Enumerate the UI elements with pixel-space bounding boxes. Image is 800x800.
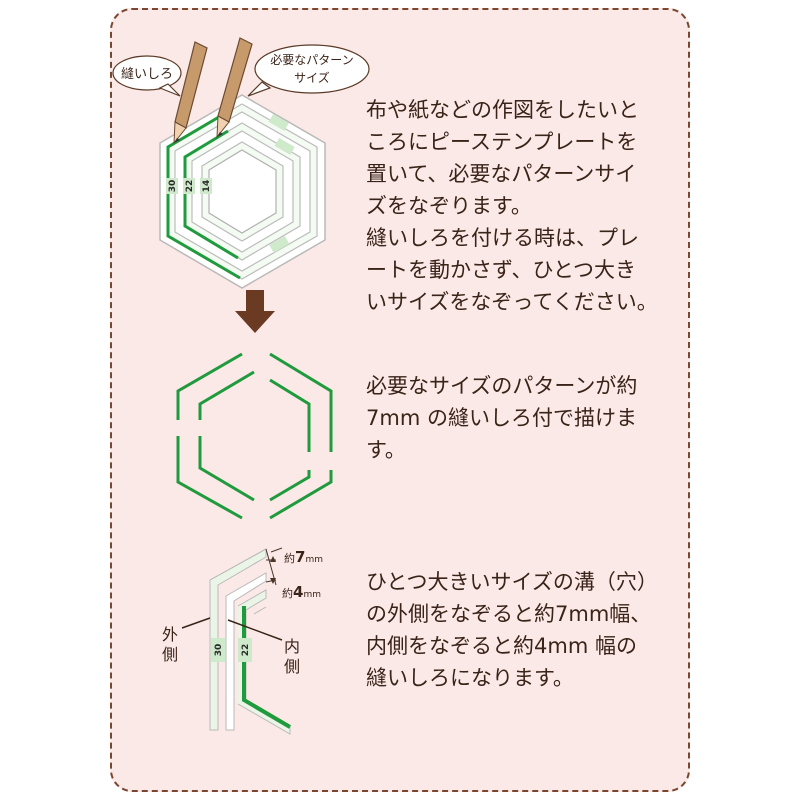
step3-line: ひとつ大きいサイズの溝（穴） bbox=[366, 570, 658, 594]
outer-side-label-1: 外 bbox=[162, 625, 178, 644]
inner-side-label-2: 側 bbox=[284, 657, 300, 676]
dimension-4mm: 約4mm bbox=[282, 583, 321, 601]
step3-line: 内側をなぞると約4mm 幅の bbox=[366, 634, 637, 658]
detail-size-30-label: 30 bbox=[214, 644, 224, 657]
down-arrow-icon bbox=[235, 290, 275, 333]
step1-line: ートを動かさず、ひとつ大き bbox=[366, 258, 637, 282]
bubble-seam-allowance: 縫いしろ bbox=[112, 55, 182, 97]
inner-side-label-1: 内 bbox=[284, 637, 300, 656]
size-22-label: 22 bbox=[185, 180, 195, 193]
step1-description: 布や紙などの作図をしたいと ころにピーステンプレートを 置いて、必要なパターンサ… bbox=[366, 94, 658, 318]
step2-line: す。 bbox=[366, 438, 406, 462]
pencil-right-icon bbox=[216, 37, 253, 139]
step3-line: 縫いしろになります。 bbox=[366, 666, 574, 690]
result-hexagon bbox=[176, 352, 333, 520]
size-30-label: 30 bbox=[168, 180, 178, 193]
detail-size-22-label: 22 bbox=[241, 644, 251, 657]
step1-line: 縫いしろを付ける時は、プレ bbox=[366, 226, 639, 250]
step2-line: 必要なサイズのパターンが約 bbox=[366, 374, 638, 398]
size-14-label: 14 bbox=[202, 180, 212, 193]
pencil-left-icon bbox=[173, 41, 208, 145]
dimension-7mm: 約7mm bbox=[284, 548, 323, 566]
step3-line: の外側をなぞると約7mm幅、 bbox=[366, 602, 652, 626]
bubble-pattern-text-2: サイズ bbox=[294, 70, 330, 85]
step1-line: ズをなぞります。 bbox=[366, 194, 532, 218]
step2-line: 7mm の縫いしろ付で描けま bbox=[366, 406, 637, 430]
outer-side-label-2: 側 bbox=[162, 645, 178, 664]
template-window bbox=[208, 149, 277, 234]
step3-description: ひとつ大きいサイズの溝（穴） の外側をなぞると約7mm幅、 内側をなぞると約4m… bbox=[366, 566, 658, 694]
bubble-pattern-text-1: 必要なパターン bbox=[270, 53, 353, 67]
step1-line: 布や紙などの作図をしたいと bbox=[366, 98, 639, 122]
detail-illustration: 30 22 約7mm 約4mm 外 側 内 側 bbox=[162, 547, 323, 735]
bubble-pattern-size: 必要なパターン サイズ bbox=[247, 44, 370, 97]
bubble-seam-text: 縫いしろ bbox=[121, 67, 173, 82]
step1-line: いサイズをなぞってください。 bbox=[366, 290, 658, 314]
template-illustration: 30 22 14 縫いしろ 必要なパターン サイズ bbox=[112, 37, 370, 289]
step2-description: 必要なサイズのパターンが約 7mm の縫いしろ付で描けま す。 bbox=[366, 370, 637, 466]
step1-line: ころにピーステンプレートを bbox=[366, 130, 638, 154]
step1-line: 置いて、必要なパターンサイ bbox=[366, 162, 637, 186]
